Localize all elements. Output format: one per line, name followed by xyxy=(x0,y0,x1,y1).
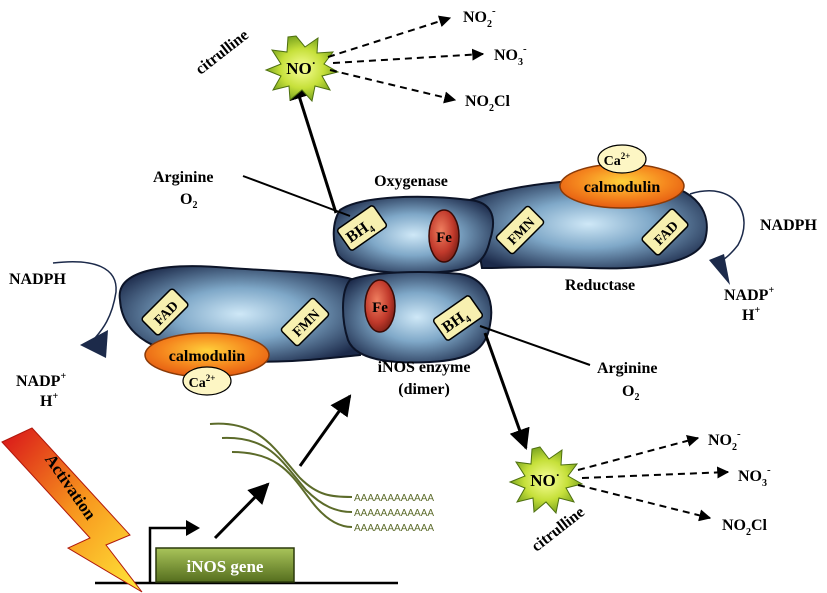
arginine-line-top xyxy=(242,175,351,217)
no3-label-bottom: NO3- xyxy=(738,464,771,489)
nadph-label-left: NADPH xyxy=(9,271,66,288)
calmodulin-right-label: calmodulin xyxy=(584,179,661,196)
polya-tail-3: AAAAAAAAAAAA xyxy=(354,523,434,534)
transcription-arrow xyxy=(213,482,270,540)
h-label-right: H+ xyxy=(742,305,760,324)
citrulline-label-top: citrulline xyxy=(192,27,251,79)
nadph-label-right: NADPH xyxy=(760,217,817,234)
arginine-line-bottom xyxy=(479,325,591,366)
no2cl-label-top: NO2Cl xyxy=(465,93,511,114)
polya-tail-2: AAAAAAAAAAAA xyxy=(354,508,434,519)
inos-gene-label: iNOS gene xyxy=(187,557,264,576)
fe-label-upper: Fe xyxy=(436,230,452,246)
ca-right xyxy=(597,144,647,174)
fe-oval-lower xyxy=(364,279,396,333)
dashed-arrow-top-no2cl xyxy=(329,69,457,104)
no-burst-top xyxy=(264,35,340,103)
dashed-arrow-bottom-no2 xyxy=(577,434,700,471)
mrna-strand-2 xyxy=(221,436,353,513)
fe-oval-upper xyxy=(428,209,460,263)
no-label-bottom: NO· xyxy=(530,468,560,490)
nadp-label-left: NADP+ xyxy=(16,371,66,390)
fad-box-right: FAD xyxy=(641,208,689,256)
no3-label-top: NO3- xyxy=(494,43,527,68)
nadph-curve-left xyxy=(52,261,117,339)
no-arrow-bottom xyxy=(483,332,530,450)
o2-label-top: O2 xyxy=(180,191,197,211)
nadph-arrowhead-right xyxy=(709,254,730,285)
citrulline-label-bottom: citrulline xyxy=(528,504,587,556)
reductase-label: Reductase xyxy=(565,277,635,294)
nadp-label-right: NADP+ xyxy=(724,285,774,304)
ca-left xyxy=(182,366,232,396)
mrna-strand-1 xyxy=(209,422,353,498)
no-arrow-top xyxy=(289,77,338,214)
fe-label-lower: Fe xyxy=(372,300,388,316)
calmodulin-left-label: calmodulin xyxy=(169,348,246,365)
mrna-strand-3 xyxy=(231,451,353,528)
polya-tail-1: AAAAAAAAAAAA xyxy=(354,493,434,504)
ca-right-label: Ca2+ xyxy=(604,151,631,169)
dashed-arrow-top-no3 xyxy=(332,48,485,64)
translation-arrow xyxy=(298,394,352,467)
ca-left-label: Ca2+ xyxy=(189,373,216,391)
activation-bolt xyxy=(1,427,143,593)
no-label-top: NO· xyxy=(286,56,316,78)
nadph-arrowhead-left xyxy=(80,330,108,358)
promoter-line xyxy=(148,526,190,583)
dashed-arrow-top-no2 xyxy=(327,15,452,58)
dashed-arrow-bottom-no3 xyxy=(581,466,730,479)
no2-label-top: NO2- xyxy=(463,5,496,30)
dimer-label: (dimer) xyxy=(398,381,450,398)
h-label-left: H+ xyxy=(40,391,58,410)
promoter-arrowhead xyxy=(186,520,200,536)
arginine-label-bottom: Arginine xyxy=(597,360,657,377)
no-burst-bottom xyxy=(508,446,584,515)
arginine-label-top: Arginine xyxy=(153,169,213,186)
inos-enzyme-label: iNOS enzyme xyxy=(378,359,471,376)
no2-label-bottom: NO2- xyxy=(708,428,741,453)
no2cl-label-bottom: NO2Cl xyxy=(722,517,768,538)
oxygenase-label: Oxygenase xyxy=(374,173,448,190)
dashed-arrow-bottom-no2cl xyxy=(577,484,712,522)
inos-gene-box xyxy=(155,547,295,583)
o2-label-bottom: O2 xyxy=(622,383,639,403)
